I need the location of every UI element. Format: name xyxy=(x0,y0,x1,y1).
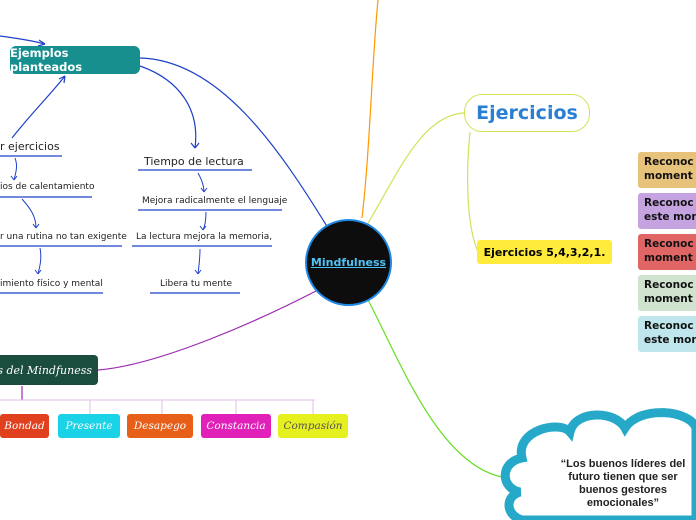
right-branch-label[interactable]: Tiempo de lectura xyxy=(144,155,244,168)
chip-bondad-label: Bondad xyxy=(4,420,45,432)
left-branch-item-1[interactable]: ios de calentamiento xyxy=(0,182,95,192)
left-branch-item-2[interactable]: r una rutina no tan exigente xyxy=(0,232,127,242)
reconoce-1-line1: Reconoc xyxy=(644,156,694,168)
reconoce-5-line2: este mon xyxy=(644,334,696,346)
reconoce-3-line2: moment xyxy=(644,252,693,264)
quote-line-4: emocionales” xyxy=(586,497,660,509)
quote-line-3: buenos gestores xyxy=(578,484,668,496)
right-branch-item-2[interactable]: La lectura mejora la memoria, xyxy=(136,232,273,242)
right-branch-item-3[interactable]: Libera tu mente xyxy=(160,279,233,289)
left-branch-item-3[interactable]: imiento físico y mental xyxy=(0,279,103,289)
reconoce-1-line2: moment xyxy=(644,170,693,182)
chip-desapego-label: Desapego xyxy=(133,420,187,432)
ejercicios-54321-node[interactable]: Ejercicios 5,4,3,2,1. xyxy=(477,240,612,264)
chip-constancia-label: Constancia xyxy=(206,420,266,432)
chip-presente-label: Presente xyxy=(65,420,113,432)
left-branch-label[interactable]: r ejercicios xyxy=(0,140,60,153)
chip-presente[interactable]: Presente xyxy=(58,414,120,438)
central-node-label: Mindfulness xyxy=(310,256,387,269)
ejercicios-node[interactable]: Ejercicios xyxy=(464,94,590,132)
ejemplos-label: Ejemplos planteados xyxy=(10,46,83,74)
quote-line-2: futuro tienen que ser xyxy=(568,471,678,483)
mindfulness-values-label: s del Mindfuness xyxy=(0,363,92,377)
quote-line-1: “Los buenos líderes del xyxy=(560,458,686,470)
reconoce-2-line2: este mon xyxy=(644,211,696,223)
reconoce-5-line1: Reconoc xyxy=(644,320,694,332)
reconoce-node-4[interactable]: Reconoc moment xyxy=(638,275,696,311)
reconoce-4-line1: Reconoc xyxy=(644,279,694,291)
chip-desapego[interactable]: Desapego xyxy=(127,414,193,438)
reconoce-2-line1: Reconoc xyxy=(644,197,694,209)
chip-compasion-label: Compasión xyxy=(283,420,343,432)
chip-compasion[interactable]: Compasión xyxy=(278,414,348,438)
central-node[interactable]: Mindfulness xyxy=(305,219,392,306)
quote-cloud[interactable]: “Los buenos líderes del futuro tienen qu… xyxy=(548,458,696,510)
reconoce-4-line2: moment xyxy=(644,293,693,305)
reconoce-node-1[interactable]: Reconoc moment xyxy=(638,152,696,188)
reconoce-node-3[interactable]: Reconoc moment xyxy=(638,234,696,270)
chip-constancia[interactable]: Constancia xyxy=(201,414,271,438)
chip-bondad[interactable]: Bondad xyxy=(0,414,49,438)
right-branch-item-1[interactable]: Mejora radicalmente el lenguaje xyxy=(142,196,288,206)
reconoce-node-2[interactable]: Reconoc este mon xyxy=(638,193,696,229)
ejercicios-label: Ejercicios xyxy=(476,102,578,124)
reconoce-node-5[interactable]: Reconoc este mon xyxy=(638,316,696,352)
ejercicios-54321-label: Ejercicios 5,4,3,2,1. xyxy=(483,245,606,259)
reconoce-3-line1: Reconoc xyxy=(644,238,694,250)
ejemplos-node[interactable]: Ejemplos planteados xyxy=(10,46,140,74)
mindfulness-values-node[interactable]: s del Mindfuness xyxy=(0,355,98,385)
